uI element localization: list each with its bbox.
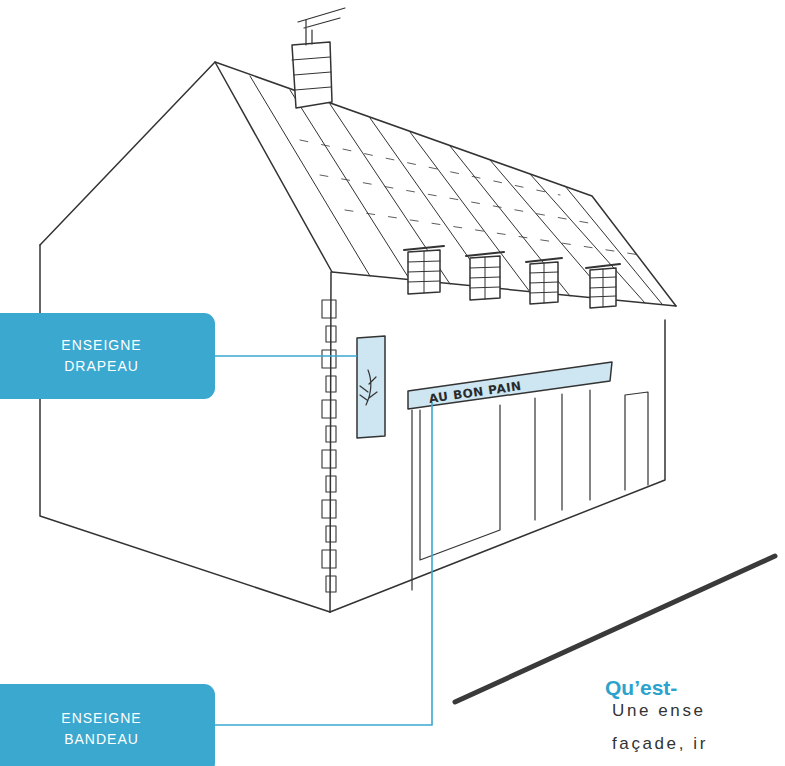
leader-line [215,402,432,725]
section-heading: Qu’est- [605,676,677,700]
callout-box: ENSEIGNE BANDEAU [0,684,215,766]
callout-label: ENSEIGNE BANDEAU [42,708,162,750]
flag-sign [357,336,385,438]
band-sign [408,362,612,409]
callout-label: ENSEIGNE DRAPEAU [42,335,162,377]
body-text: Une ense [612,701,706,721]
body-text: façade, ir [612,734,708,754]
leader-line [215,355,357,357]
ground-line [455,556,775,702]
building-sketch [40,8,676,612]
callout-box: ENSEIGNE DRAPEAU [0,313,215,399]
